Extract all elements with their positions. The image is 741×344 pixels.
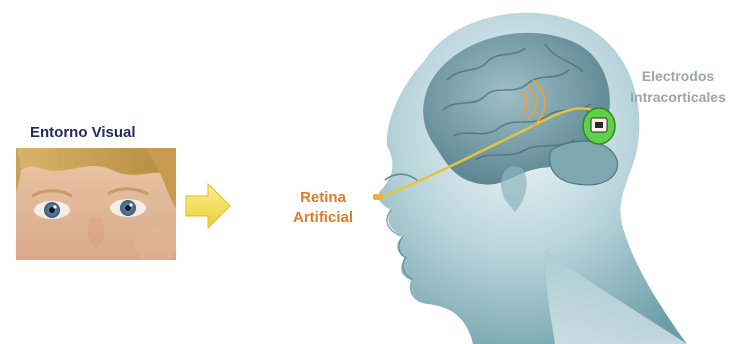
cerebellum [550, 141, 618, 185]
visual-environment-label: Entorno Visual [30, 124, 136, 141]
child-eyes-photo [16, 148, 176, 260]
chip-icon [583, 108, 615, 144]
intracortical-electrodes-label: Electrodos Intracorticales [614, 66, 741, 108]
intracortical-electrodes-label-line1: Electrodos [614, 66, 741, 87]
head-illustration [355, 0, 715, 344]
intracortical-electrodes-label-line2: Intracorticales [614, 87, 741, 108]
retina-implant-icon [373, 194, 383, 200]
right-arrow-icon [184, 182, 232, 230]
